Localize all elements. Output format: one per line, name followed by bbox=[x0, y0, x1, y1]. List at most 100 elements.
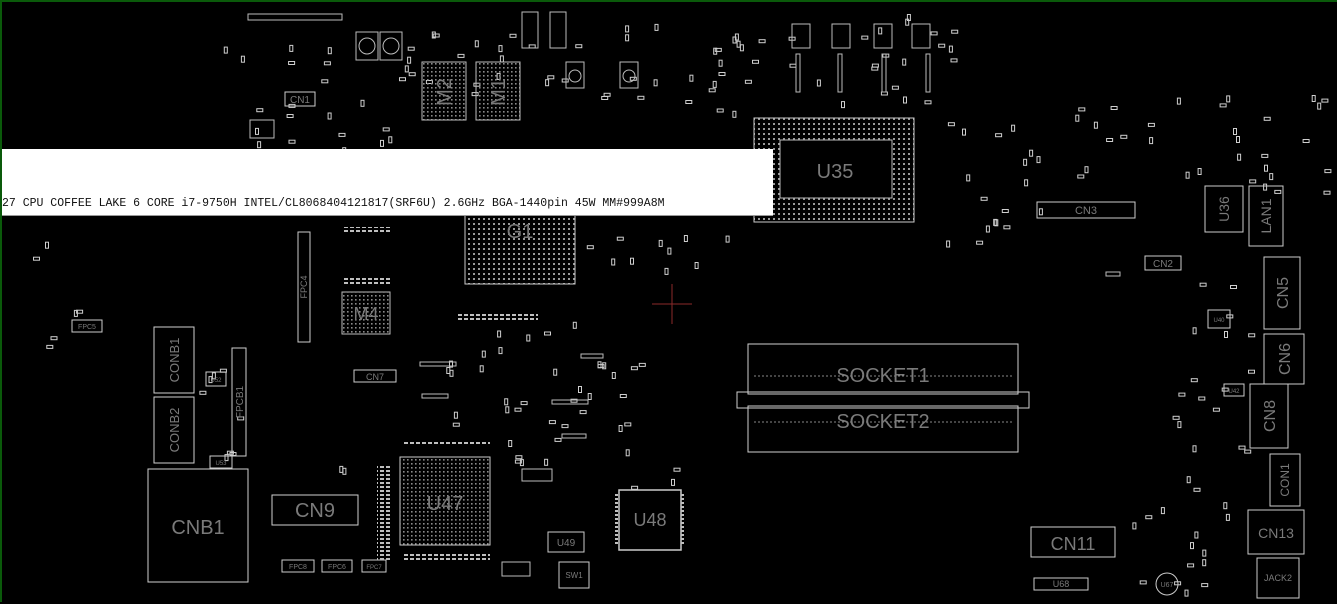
cnb1-connector[interactable]: CNB1 bbox=[147, 468, 249, 583]
u49-chip[interactable]: U49 bbox=[547, 531, 585, 553]
u40-label: U40 bbox=[1213, 318, 1225, 324]
passive-part bbox=[1321, 98, 1329, 103]
cn1-connector[interactable]: CN1 bbox=[284, 91, 316, 107]
passive-part bbox=[708, 88, 716, 93]
passive-part bbox=[995, 133, 1003, 138]
passive-part bbox=[548, 420, 556, 425]
cn13-connector[interactable]: CN13 bbox=[1247, 509, 1305, 555]
passive-part bbox=[76, 309, 84, 314]
cn8-connector[interactable]: CN8 bbox=[1249, 383, 1289, 449]
passive-part bbox=[689, 74, 694, 82]
u47-label: U47 bbox=[427, 493, 464, 515]
con1-connector[interactable]: CON1 bbox=[1269, 453, 1301, 507]
passive-part bbox=[1248, 333, 1256, 338]
passive-part bbox=[1249, 179, 1257, 184]
cn2-connector[interactable]: CN2 bbox=[1144, 255, 1182, 271]
u52-chip[interactable]: U52 bbox=[205, 371, 227, 387]
tooltip-text: 27 CPU COFFEE LAKE 6 CORE i7-9750H INTEL… bbox=[2, 197, 665, 210]
passive-part bbox=[1075, 114, 1080, 122]
passive-part bbox=[1269, 173, 1274, 181]
cn5-connector[interactable]: CN5 bbox=[1263, 256, 1301, 330]
cn11-connector[interactable]: CN11 bbox=[1030, 526, 1116, 558]
passive-part bbox=[930, 31, 938, 36]
passive-part bbox=[257, 141, 262, 149]
fpc4-connector[interactable]: FPC4 bbox=[297, 231, 311, 343]
cn7-connector[interactable]: CN7 bbox=[353, 369, 397, 383]
passive-part bbox=[73, 309, 78, 317]
passive-part bbox=[616, 236, 624, 241]
u42-chip[interactable]: U42 bbox=[1223, 383, 1245, 397]
socket2-slot[interactable]: SOCKET2 bbox=[736, 391, 1030, 453]
passive-part bbox=[498, 45, 503, 53]
fpc7-connector[interactable]: FPC7 bbox=[361, 559, 387, 573]
passive-part bbox=[586, 245, 594, 250]
jack2-connector[interactable]: JACK2 bbox=[1256, 557, 1300, 599]
crosshair-cursor bbox=[652, 284, 692, 324]
passive-part bbox=[474, 40, 479, 48]
cn9-connector[interactable]: CN9 bbox=[271, 494, 359, 526]
passive-part bbox=[431, 31, 436, 39]
sw1-switch[interactable]: SW1 bbox=[558, 561, 590, 589]
passive-part bbox=[732, 110, 737, 118]
passive-part bbox=[716, 108, 724, 113]
passive-part bbox=[619, 394, 627, 398]
passive-part bbox=[906, 14, 911, 21]
passive-part bbox=[653, 79, 658, 87]
conb2-label: CONB2 bbox=[167, 408, 182, 453]
m1-chip[interactable]: M1 bbox=[475, 61, 521, 121]
m4-chip[interactable]: M4 bbox=[341, 291, 391, 335]
conb2-connector[interactable]: CONB2 bbox=[153, 396, 195, 464]
passive-part bbox=[327, 112, 332, 120]
cn2-label: CN2 bbox=[1153, 259, 1173, 270]
u48-chip[interactable]: U48 bbox=[615, 489, 685, 551]
passive-part bbox=[50, 336, 58, 341]
passive-part bbox=[399, 77, 406, 82]
passive-part bbox=[1145, 515, 1153, 520]
passive-part bbox=[1193, 487, 1201, 492]
passive-part bbox=[1219, 103, 1227, 108]
u36-chip[interactable]: U36 bbox=[1204, 185, 1244, 233]
fpc8-connector[interactable]: FPC8 bbox=[281, 559, 315, 573]
passive-part bbox=[946, 240, 951, 248]
m2-chip[interactable]: M2 bbox=[421, 61, 467, 121]
u35-chip[interactable]: U35 bbox=[753, 117, 915, 223]
passive-part bbox=[625, 25, 630, 33]
passive-part bbox=[1190, 542, 1194, 550]
fpc5-label: FPC5 bbox=[78, 324, 96, 331]
passive-part bbox=[1077, 174, 1085, 179]
u53-chip[interactable]: U53 bbox=[209, 455, 233, 469]
passive-part bbox=[572, 321, 577, 329]
u47-chip[interactable]: U47 bbox=[399, 456, 491, 546]
socket1-slot[interactable]: SOCKET1 bbox=[747, 343, 1019, 395]
passive-part bbox=[685, 100, 693, 104]
lan1-connector[interactable]: LAN1 bbox=[1248, 185, 1284, 247]
u40-chip[interactable]: U40 bbox=[1207, 309, 1231, 329]
fpc5-connector[interactable]: FPC5 bbox=[71, 319, 103, 333]
passive-part bbox=[544, 458, 549, 466]
cn3-connector[interactable]: CN3 bbox=[1036, 201, 1136, 219]
passive-part bbox=[1244, 449, 1252, 454]
u68-chip[interactable]: U68 bbox=[1033, 577, 1089, 591]
passive-part bbox=[1236, 136, 1240, 143]
jack2-label: JACK2 bbox=[1264, 573, 1292, 583]
passive-part bbox=[673, 467, 681, 472]
passive-part bbox=[338, 132, 346, 137]
conb1-connector[interactable]: CONB1 bbox=[153, 326, 195, 394]
passive-part bbox=[1160, 507, 1165, 515]
passive-part bbox=[1237, 153, 1242, 161]
passive-part bbox=[553, 368, 558, 376]
passive-part bbox=[638, 362, 646, 367]
passive-part bbox=[499, 55, 504, 63]
passive-part bbox=[993, 218, 998, 226]
u67-chip[interactable]: U67 bbox=[1155, 572, 1179, 596]
passive-part bbox=[903, 96, 907, 104]
passive-part bbox=[1110, 106, 1118, 110]
passive-part bbox=[481, 350, 486, 358]
passive-part bbox=[446, 367, 451, 374]
fpcb1-connector[interactable]: FPCB1 bbox=[231, 347, 247, 457]
fpc6-connector[interactable]: FPC6 bbox=[321, 559, 353, 573]
passive-part bbox=[664, 267, 669, 275]
passive-part bbox=[514, 407, 522, 412]
cn6-connector[interactable]: CN6 bbox=[1263, 333, 1305, 385]
